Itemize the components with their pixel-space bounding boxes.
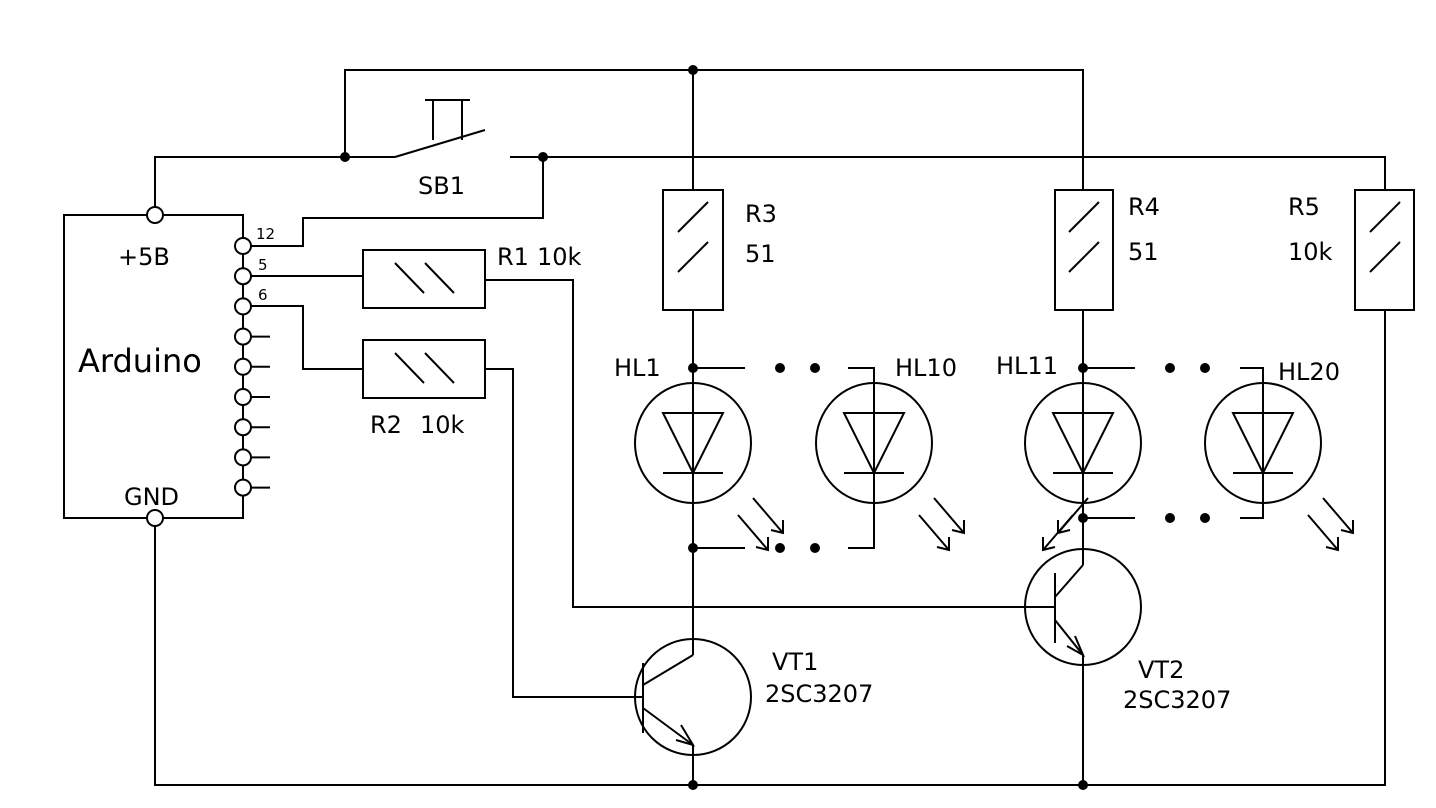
led-label: HL1	[614, 354, 661, 382]
svg-text:10k: 10k	[1288, 238, 1333, 266]
gnd-label: GND	[124, 483, 179, 511]
arduino-pin	[234, 297, 252, 316]
pin-label: 12	[256, 225, 275, 243]
arduino-pin	[234, 418, 252, 437]
arduino-board: Arduino +5B GND 12 5 6	[63, 206, 275, 527]
resistor-r5: R5 10k	[1288, 189, 1415, 311]
led-label: HL11	[996, 352, 1058, 380]
resistor-r1: R1 10k	[362, 243, 582, 309]
led-hl1	[634, 382, 784, 552]
vcc-label: +5B	[118, 243, 170, 271]
arduino-pin	[234, 327, 252, 346]
diode-icon	[661, 412, 725, 476]
led-label: HL10	[895, 354, 957, 382]
light-emission-icon	[918, 497, 965, 552]
diode-icon	[842, 412, 906, 476]
pushbutton-actuator	[425, 99, 470, 140]
resistor-r4: R4 51	[1054, 189, 1160, 311]
light-emission-icon	[1307, 497, 1354, 552]
arduino-pin	[234, 357, 252, 376]
light-emission-icon	[737, 497, 784, 552]
arduino-pin	[234, 388, 252, 406]
svg-text:R2: R2	[370, 411, 402, 439]
svg-text:10k: 10k	[537, 243, 582, 271]
svg-text:2SC3207: 2SC3207	[1123, 686, 1231, 714]
svg-text:2SC3207: 2SC3207	[765, 680, 873, 708]
sb1-label: SB1	[418, 172, 465, 200]
arduino-pin	[234, 267, 252, 286]
arduino-label: Arduino	[78, 342, 202, 380]
diode-icon	[1231, 412, 1295, 476]
svg-text:R3: R3	[745, 200, 777, 228]
transistor-vt1: VT1 2SC3207	[634, 638, 873, 756]
wires	[154, 69, 1386, 786]
resistor-r2: R2 10k	[362, 339, 486, 439]
svg-text:51: 51	[1128, 238, 1159, 266]
resistor-r3: R3 51	[662, 189, 777, 311]
svg-text:51: 51	[745, 240, 776, 268]
pin-label: 5	[258, 256, 268, 274]
led-hl10	[815, 382, 965, 552]
pin-gnd	[146, 509, 164, 527]
pin-5v	[146, 206, 164, 224]
led-label: HL20	[1278, 358, 1340, 386]
pin-label: 6	[258, 286, 268, 304]
transistor-vt2: VT2 2SC3207	[1024, 548, 1231, 714]
svg-text:VT2: VT2	[1138, 656, 1184, 684]
svg-text:R5: R5	[1288, 193, 1320, 221]
arduino-pins	[234, 237, 270, 497]
diode-icon	[1051, 412, 1115, 476]
svg-text:VT1: VT1	[772, 648, 818, 676]
junction-dots	[340, 65, 1210, 790]
arduino-pin	[234, 448, 252, 467]
svg-text:10k: 10k	[420, 411, 465, 439]
led-hl20	[1204, 382, 1354, 552]
leds	[634, 382, 1354, 552]
svg-text:R4: R4	[1128, 193, 1160, 221]
arduino-pin	[234, 478, 252, 497]
led-hl11	[1024, 382, 1142, 552]
light-emission-icon	[1042, 497, 1089, 552]
svg-text:R1: R1	[497, 243, 529, 271]
arduino-pin	[234, 237, 252, 255]
